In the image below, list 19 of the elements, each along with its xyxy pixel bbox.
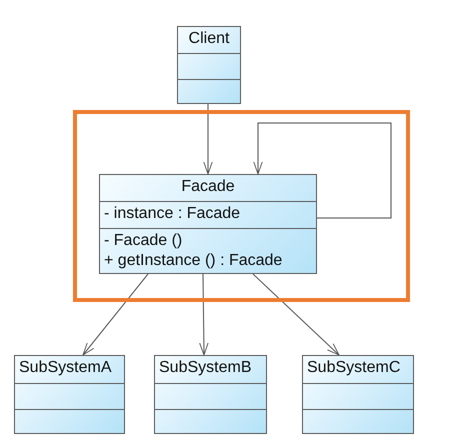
highlight-frame: [73, 110, 410, 302]
class-box: [177, 26, 241, 104]
class-box: [14, 355, 125, 434]
class-name: SubSystemC: [307, 358, 400, 378]
association-arrow: [82, 274, 148, 356]
association-arrow: [199, 274, 208, 356]
class-box: [154, 355, 267, 434]
operation-text: + getInstance () : Facade: [104, 251, 282, 271]
class-box: [99, 174, 317, 274]
class-name: SubSystemA: [19, 358, 112, 378]
self-association-arrow: [253, 122, 392, 218]
association-arrow: [203, 104, 213, 174]
class-name: SubSystemB: [159, 358, 252, 378]
association-arrow: [252, 274, 340, 356]
operation-text: - Facade (): [104, 231, 182, 251]
class-name: Client: [188, 29, 230, 49]
class-box: [302, 355, 414, 434]
attribute-text: - instance : Facade: [104, 204, 240, 224]
class-name: Facade: [181, 177, 235, 197]
